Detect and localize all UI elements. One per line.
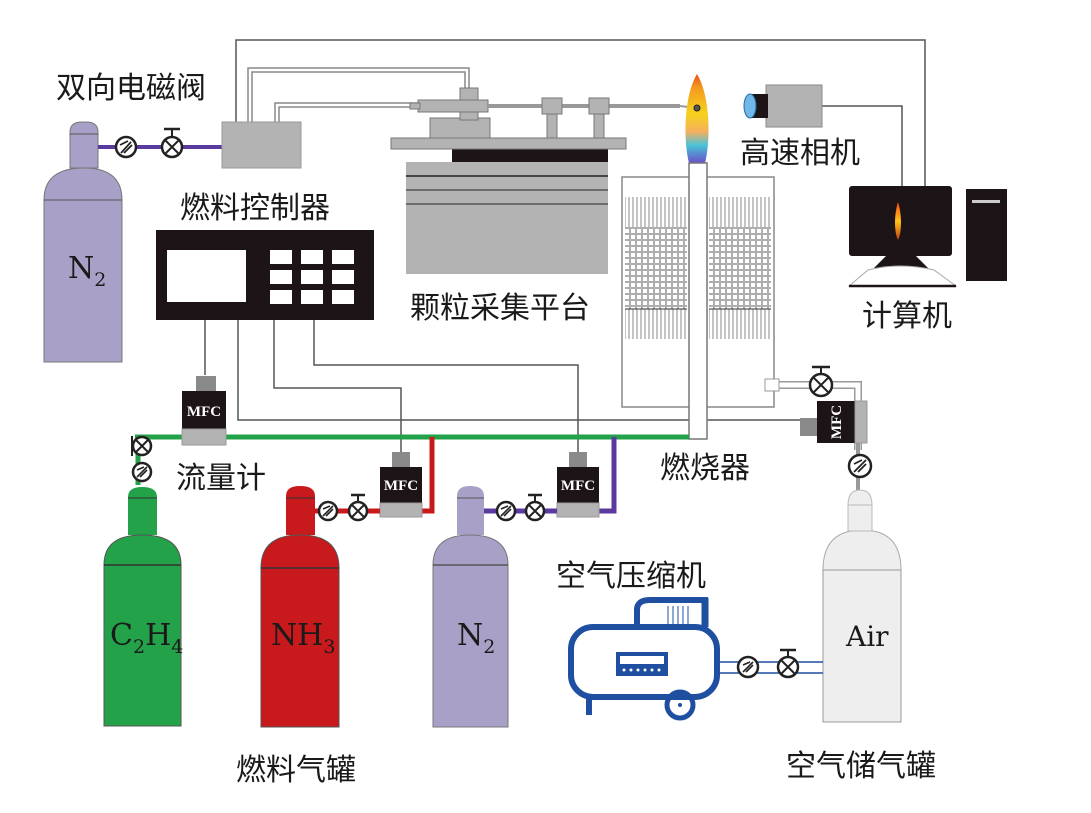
n2-regulator-icon <box>495 500 517 522</box>
svg-text:MFC: MFC <box>561 478 595 494</box>
air-compressor <box>568 597 720 721</box>
fuel-controller <box>156 230 374 320</box>
compressor-valve-icon <box>776 648 800 679</box>
burner-label: 燃烧器 <box>660 451 750 486</box>
probe-lines <box>247 67 470 122</box>
svg-text:MFC: MFC <box>829 405 845 439</box>
c2h4-cylinder: C2H4 <box>103 487 183 727</box>
fuel-tanks-label: 燃料气罐 <box>236 753 356 788</box>
n2-purge-formula: N2 <box>68 251 106 291</box>
c2h4-valve-icon <box>131 435 153 457</box>
particle-platform-label: 颗粒采集平台 <box>410 291 590 326</box>
nh3-regulator-icon <box>317 500 339 522</box>
mfc-n2: MFC <box>556 452 600 518</box>
svg-text:MFC: MFC <box>187 404 221 420</box>
c2h4-formula: C2H4 <box>110 618 183 658</box>
n2-purge-cylinder: N2 <box>43 121 123 363</box>
pressure-regulator-icon <box>114 135 138 159</box>
svg-text:MFC: MFC <box>384 478 418 494</box>
compressor-to-tank-line <box>717 661 823 674</box>
high-speed-camera <box>743 84 823 128</box>
nh3-valve-icon <box>347 493 369 522</box>
air-formula: Air <box>845 620 889 653</box>
solenoid-valve <box>221 121 302 169</box>
signal-wires <box>204 39 926 452</box>
n2-dilution-formula: N2 <box>457 618 495 658</box>
air-tank-label: 空气储气罐 <box>786 749 936 784</box>
air-valve-icon <box>808 365 834 398</box>
n2-valve-icon <box>524 493 546 522</box>
n2-dilution-cylinder: N2 <box>432 486 509 728</box>
particle-sampling-platform <box>390 87 698 274</box>
c2h4-regulator-icon <box>131 461 153 483</box>
computer <box>847 186 1007 288</box>
air-regulator-icon <box>847 453 873 479</box>
nh3-cylinder: NH3 <box>260 486 340 728</box>
fuel-controller-label: 燃料控制器 <box>180 191 330 226</box>
air-compressor-label: 空气压缩机 <box>556 559 706 594</box>
burner <box>621 162 775 440</box>
computer-label: 计算机 <box>862 299 952 334</box>
camera-label: 高速相机 <box>740 136 860 171</box>
air-tank: Air <box>822 489 902 723</box>
mfc-c2h4: MFC <box>181 376 227 446</box>
nh3-formula: NH3 <box>271 618 336 658</box>
solenoid-valve-label: 双向电磁阀 <box>56 71 206 106</box>
shutoff-valve-icon <box>160 127 184 159</box>
mfc-nh3: MFC <box>379 452 423 518</box>
probe-tip <box>693 104 701 112</box>
compressor-regulator-icon <box>736 655 760 679</box>
mfc-air: MFC <box>800 400 868 444</box>
flame-icon <box>685 74 709 163</box>
flow-meter-label: 流量计 <box>176 461 266 496</box>
